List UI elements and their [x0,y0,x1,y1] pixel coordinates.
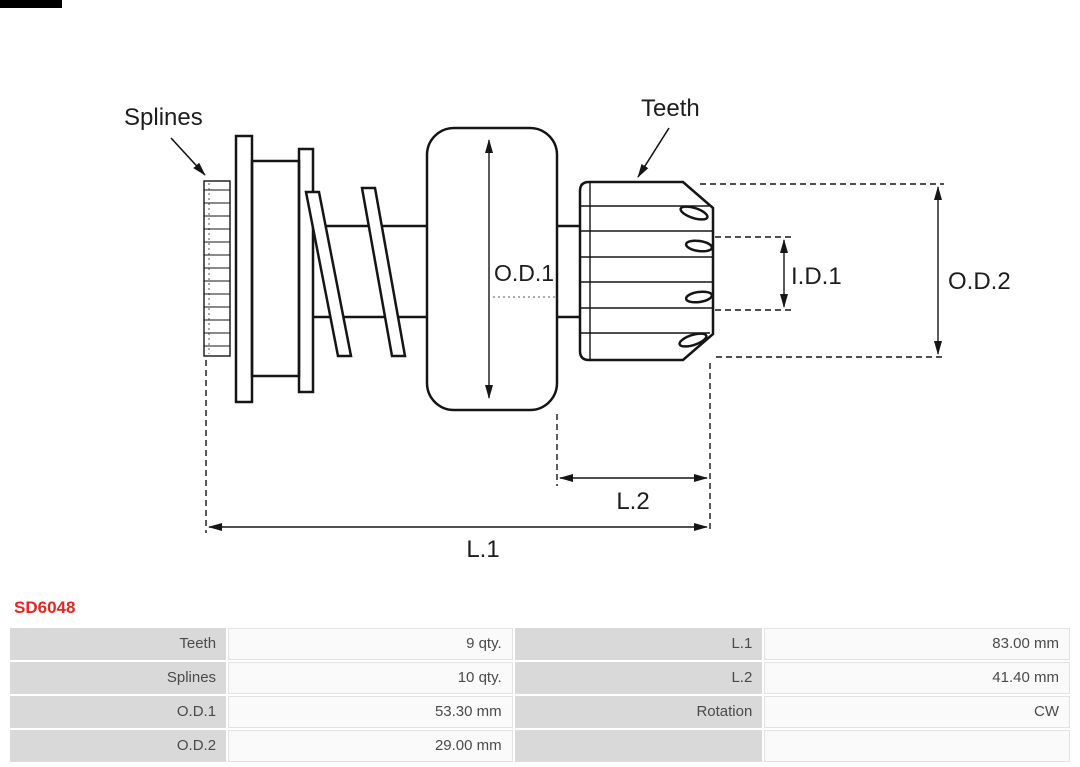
spec-value-l1: 83.00 mm [764,628,1070,660]
splines-leader-arrow [170,137,206,176]
clutch-body: O.D.1 [425,126,559,412]
spec-row-3: O.D.1 53.30 mm Rotation CW [10,696,1070,728]
spec-value-splines: 10 qty. [228,662,513,694]
teeth-label: Teeth [641,95,700,122]
l2-label: L.2 [616,488,649,515]
splines-label: Splines [124,104,203,131]
splines-callout: Splines [124,104,206,176]
spec-label-empty [514,730,763,762]
spec-row-2: Splines 10 qty. L.2 41.40 mm [10,662,1070,694]
brand-logo-bar [0,0,62,8]
spec-table: Teeth 9 qty. L.1 83.00 mm Splines 10 qty… [8,626,1072,764]
spec-value-teeth: 9 qty. [228,628,513,660]
spec-value-od1: 53.30 mm [228,696,513,728]
spec-value-od2: 29.00 mm [228,730,513,762]
pinion-gear [578,180,715,362]
spec-label-l1: L.1 [514,628,763,660]
od1-label: O.D.1 [494,260,554,286]
l2-dimension: L.2 [556,363,711,533]
spec-label-od2: O.D.2 [10,730,227,762]
spec-label-l2: L.2 [514,662,763,694]
l1-dimension: L.1 [205,360,708,563]
od2-label: O.D.2 [948,268,1011,295]
id1-dimension: I.D.1 [715,236,842,311]
spec-label-teeth: Teeth [10,628,227,660]
drive-spring [304,186,407,358]
flange-disks [234,134,315,404]
step-shaft [557,224,581,319]
spec-label-od1: O.D.1 [10,696,227,728]
od2-dimension: O.D.2 [700,183,1011,358]
splined-shaft-end [203,180,231,357]
spec-value-rotation: CW [764,696,1070,728]
id1-label: I.D.1 [791,263,842,290]
spec-row-1: Teeth 9 qty. L.1 83.00 mm [10,628,1070,660]
teeth-callout: Teeth [637,95,700,178]
spec-value-l2: 41.40 mm [764,662,1070,694]
part-number: SD6048 [14,598,76,617]
starter-drive-technical-drawing: Splines Teeth [124,95,1011,563]
spec-value-empty [764,730,1070,762]
l1-label: L.1 [466,536,499,563]
spec-row-4: O.D.2 29.00 mm [10,730,1070,762]
spec-label-splines: Splines [10,662,227,694]
spec-label-rotation: Rotation [514,696,763,728]
teeth-leader-arrow [637,127,670,178]
